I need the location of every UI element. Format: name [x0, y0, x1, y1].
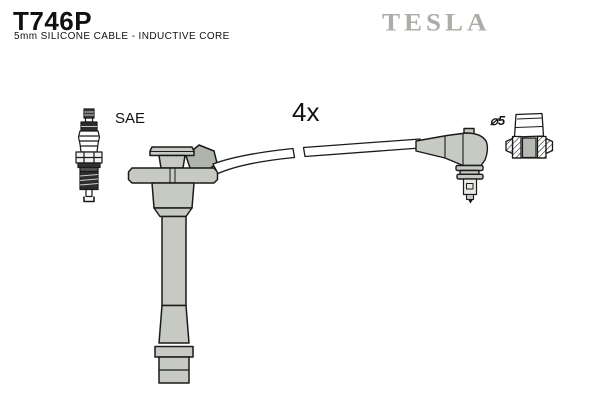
- spark-plug-standard-label: SAE: [115, 110, 146, 127]
- terminal-diameter-label: ⌀5: [490, 113, 506, 128]
- spark-plug-icon: [75, 108, 103, 203]
- quantity-label: 4x: [292, 97, 320, 127]
- cable-after-break: [302, 138, 421, 158]
- coil-boot: [127, 144, 219, 384]
- distributor-boot: [415, 127, 489, 204]
- terminal-cross-section: [505, 112, 554, 159]
- ignition-cable: [212, 138, 421, 175]
- product-code: T746P: [13, 6, 93, 36]
- brand-logo: TESLA: [382, 7, 491, 37]
- product-description: 5mm SILICONE CABLE - INDUCTIVE CORE: [14, 31, 230, 42]
